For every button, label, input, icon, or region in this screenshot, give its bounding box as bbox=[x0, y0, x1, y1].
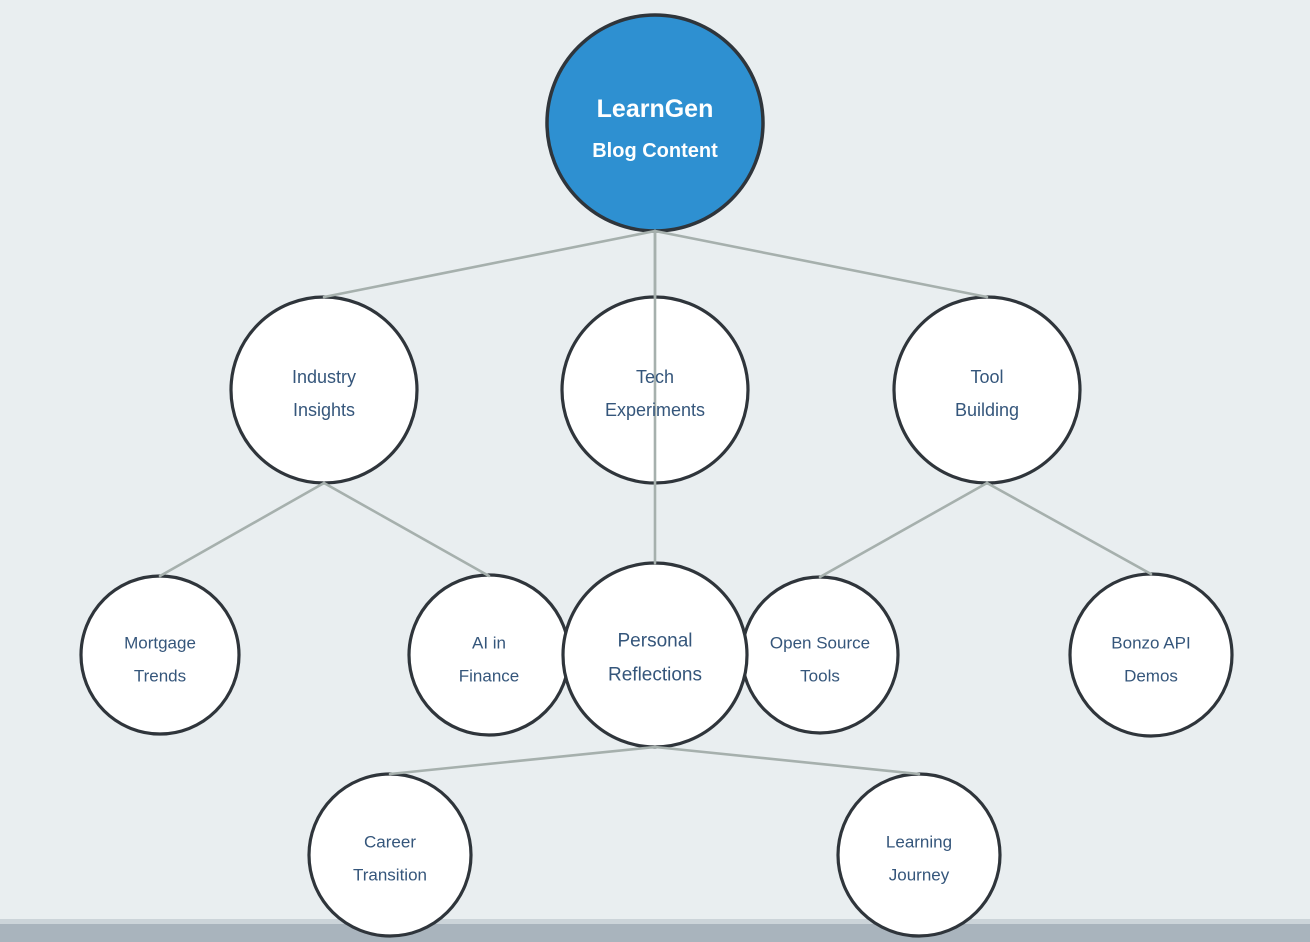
node-learngen-blog-content bbox=[545, 13, 765, 233]
edge-root-tool-building bbox=[653, 229, 989, 299]
node-career-transition-circle bbox=[307, 772, 473, 938]
label-career-transition-line1: Career bbox=[364, 833, 416, 852]
node-ai-in-finance bbox=[407, 573, 571, 737]
node-bonzo-api-demos-circle bbox=[1068, 572, 1234, 738]
edge-tool-building-open-source-tools bbox=[818, 481, 989, 579]
node-mortgage-trends-circle bbox=[79, 574, 241, 736]
label-industry-insights-line2: Insights bbox=[293, 400, 355, 420]
label-tool-building-line1: Tool bbox=[970, 367, 1003, 387]
label-mortgage-trends-line1: Mortgage bbox=[124, 634, 196, 653]
node-career-transition bbox=[307, 772, 473, 938]
edge-industry-insights-mortgage-trends bbox=[158, 481, 326, 578]
root-subtitle: Blog Content bbox=[592, 140, 718, 162]
node-personal-reflections-circle bbox=[561, 561, 749, 749]
label-learning-journey-line2: Journey bbox=[889, 866, 950, 885]
node-bonzo-api-demos bbox=[1068, 572, 1234, 738]
node-mortgage-trends bbox=[79, 574, 241, 736]
node-learngen-blog-content-circle bbox=[545, 13, 765, 233]
node-open-source-tools-circle bbox=[740, 575, 900, 735]
label-open-source-tools-line1: Open Source bbox=[770, 634, 870, 653]
node-open-source-tools bbox=[740, 575, 900, 735]
label-bonzo-api-demos-line2: Demos bbox=[1124, 667, 1178, 686]
label-learning-journey-line1: Learning bbox=[886, 833, 952, 852]
node-industry-insights bbox=[229, 295, 419, 485]
label-mortgage-trends-line2: Trends bbox=[134, 667, 186, 686]
node-learning-journey bbox=[836, 772, 1002, 938]
edge-tool-building-bonzo-api-demos bbox=[985, 481, 1153, 576]
label-personal-reflections-line2: Reflections bbox=[608, 665, 702, 686]
label-ai-in-finance-line2: Finance bbox=[459, 667, 519, 686]
edge-personal-reflections-career-transition bbox=[388, 745, 657, 776]
label-personal-reflections-line1: Personal bbox=[618, 631, 693, 652]
label-bonzo-api-demos-line1: Bonzo API bbox=[1111, 634, 1190, 653]
node-ai-in-finance-circle bbox=[407, 573, 571, 737]
label-industry-insights-line1: Industry bbox=[292, 367, 356, 387]
label-tech-experiments-line2: Experiments bbox=[605, 400, 705, 420]
node-industry-insights-circle bbox=[229, 295, 419, 485]
node-learning-journey-circle bbox=[836, 772, 1002, 938]
horizontal-scrollbar-thumb[interactable] bbox=[0, 924, 1310, 942]
node-tool-building bbox=[892, 295, 1082, 485]
label-tool-building-line2: Building bbox=[955, 400, 1019, 420]
node-tool-building-circle bbox=[892, 295, 1082, 485]
edge-personal-reflections-learning-journey bbox=[653, 745, 921, 776]
root-title: LearnGen bbox=[597, 95, 714, 123]
label-career-transition-line2: Transition bbox=[353, 866, 427, 885]
label-open-source-tools-line2: Tools bbox=[800, 667, 840, 686]
edge-industry-insights-ai-in-finance bbox=[322, 481, 491, 578]
label-tech-experiments-line1: Tech bbox=[636, 367, 674, 387]
edge-root-industry-insights bbox=[322, 229, 657, 299]
label-ai-in-finance-line1: AI in bbox=[472, 634, 506, 653]
node-personal-reflections bbox=[561, 561, 749, 749]
